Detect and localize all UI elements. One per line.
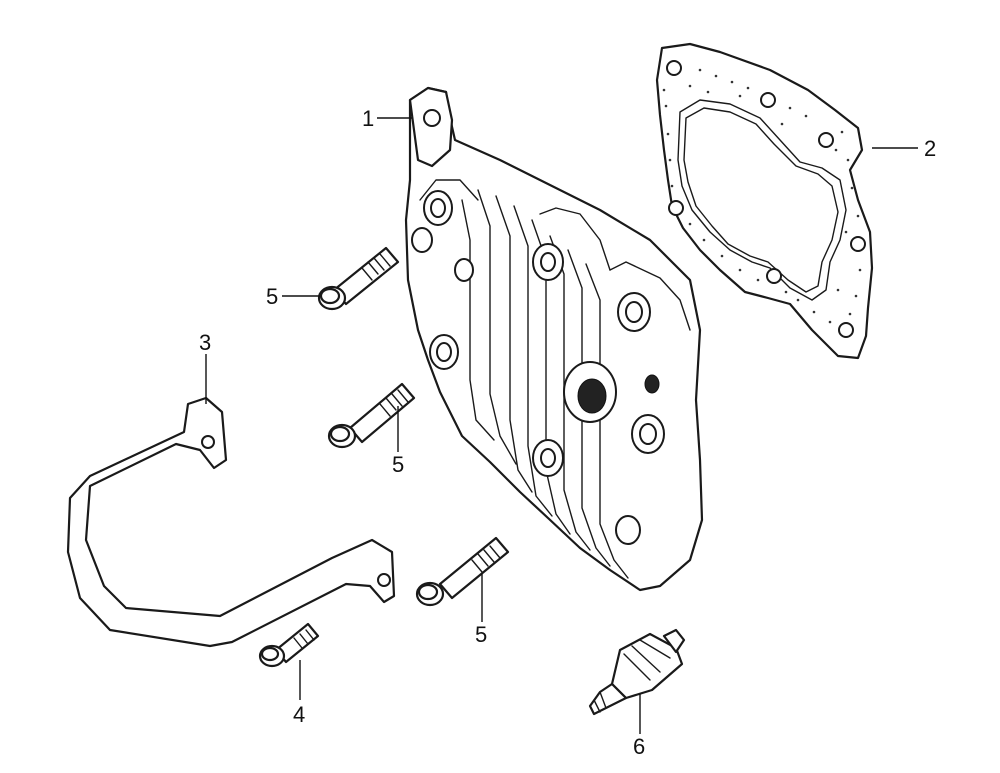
callout-5-lower: 5 [475,622,487,647]
callout-3: 3 [199,330,211,355]
short-bolt [258,622,320,668]
head-gasket [655,42,874,360]
callout-2: 2 [924,136,936,161]
callout-5-middle: 5 [392,452,404,477]
gasket-texture [662,68,862,324]
leader-lines [205,117,918,734]
callout-5-upper: 5 [266,284,278,309]
callout-4: 4 [293,702,305,727]
flange-bolt-lower [415,536,510,607]
flange-bolt-upper [317,246,400,311]
callout-1: 1 [362,106,374,131]
bracket-handle [66,396,396,648]
callout-6: 6 [633,734,645,759]
flange-bolt-middle [327,382,416,449]
spark-plug [588,628,686,716]
cylinder-head [404,86,704,592]
